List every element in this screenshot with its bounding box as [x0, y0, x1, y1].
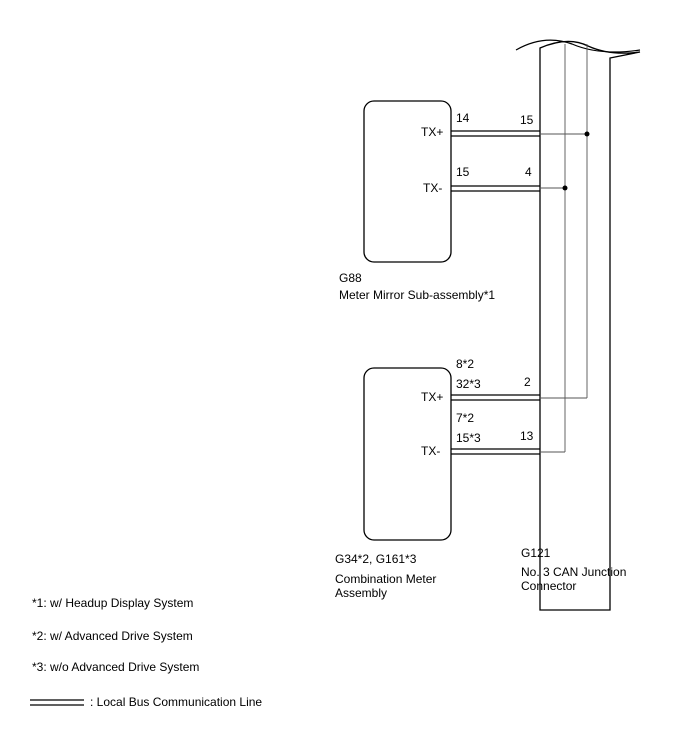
legend-label: : Local Bus Communication Line [90, 695, 262, 709]
combination-tx-plus-label: TX+ [421, 390, 443, 404]
meter-mirror-pin-tx-minus: 15 [456, 165, 470, 179]
combination-name-line1: Combination Meter [335, 572, 436, 586]
combination-code: G34*2, G161*3 [335, 552, 417, 566]
combination-pin-tx-plus-b: 32*3 [456, 377, 481, 391]
footnote-2: *2: w/ Advanced Drive System [32, 629, 193, 643]
meter-mirror-pin-tx-plus: 14 [456, 111, 470, 125]
meter-mirror-module: TX+ TX- 14 15 G88 Meter Mirror Sub-assem… [339, 100, 495, 302]
junction-pin-15: 15 [520, 113, 534, 127]
splice-point [584, 131, 590, 137]
combination-pin-tx-minus-a: 7*2 [456, 411, 474, 425]
junction-name-line1: No. 3 CAN Junction [521, 565, 626, 579]
junction-code: G121 [521, 546, 551, 560]
combination-pin-tx-plus-a: 8*2 [456, 357, 474, 371]
junction-connector [515, 39, 641, 611]
combination-pin-tx-minus-b: 15*3 [456, 431, 481, 445]
junction-pin-4: 4 [525, 165, 532, 179]
junction-pin-13: 13 [520, 429, 534, 443]
footnote-1: *1: w/ Headup Display System [32, 596, 193, 610]
meter-mirror-tx-minus-label: TX- [423, 181, 442, 195]
combination-meter-wires: 2 13 [451, 375, 540, 455]
footnotes: *1: w/ Headup Display System *2: w/ Adva… [32, 596, 199, 674]
meter-mirror-wires: 15 4 [451, 113, 540, 192]
combination-tx-minus-label: TX- [421, 444, 440, 458]
splice-point [562, 185, 568, 191]
meter-mirror-tx-plus-label: TX+ [421, 125, 443, 139]
junction-name-line2: Connector [521, 579, 576, 593]
meter-mirror-name: Meter Mirror Sub-assembly*1 [339, 288, 495, 302]
combination-name-line2: Assembly [335, 586, 387, 600]
junction-pin-2: 2 [524, 375, 531, 389]
combination-meter-module: TX+ TX- 8*2 32*3 7*2 15*3 G34*2, G161*3 … [335, 357, 481, 600]
legend: : Local Bus Communication Line [30, 695, 262, 709]
footnote-3: *3: w/o Advanced Drive System [32, 660, 199, 674]
meter-mirror-code: G88 [339, 271, 362, 285]
break-line [515, 39, 641, 53]
junction-connector-labels: G121 No. 3 CAN Junction Connector [521, 546, 626, 593]
